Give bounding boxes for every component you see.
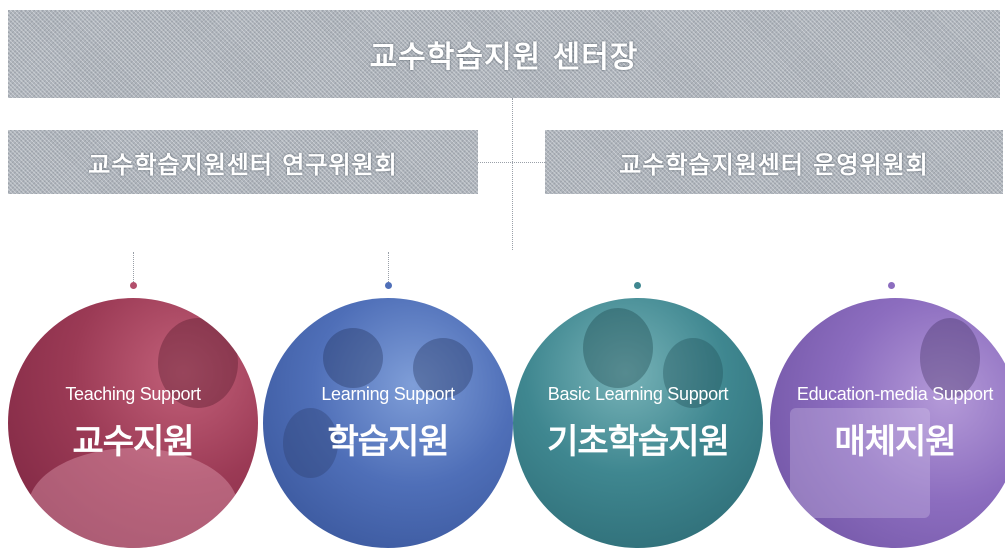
basic-learning-support-circle[interactable]: Basic Learning Support 기초학습지원	[513, 298, 763, 548]
dot-learning	[385, 282, 392, 289]
operation-committee-label: 교수학습지원센터 운영위원회	[619, 150, 929, 179]
basic-ko-label: 기초학습지원	[547, 422, 730, 462]
learning-photo	[263, 298, 513, 548]
dot-media	[888, 282, 895, 289]
learning-ko-label: 학습지원	[327, 422, 449, 462]
basic-en-label: Basic Learning Support	[547, 384, 729, 404]
main-connector-vertical	[512, 98, 513, 250]
connector-learning	[388, 252, 389, 282]
learning-support-circle[interactable]: Learning Support 학습지원	[263, 298, 513, 548]
education-media-support-circle[interactable]: Education-media Support 매체지원	[770, 298, 1005, 548]
committee-connector	[478, 162, 545, 163]
learning-en-label: Learning Support	[321, 384, 455, 404]
teaching-support-circle[interactable]: Teaching Support 교수지원	[8, 298, 258, 548]
dot-basic	[634, 282, 641, 289]
dot-teaching	[130, 282, 137, 289]
teaching-photo	[8, 298, 258, 548]
basic-photo	[513, 298, 763, 548]
connector-teaching	[133, 252, 134, 282]
research-committee-box: 교수학습지원센터 연구위원회	[8, 130, 478, 194]
media-en-label: Education-media Support	[796, 384, 994, 404]
research-committee-label: 교수학습지원센터 연구위원회	[88, 150, 398, 179]
teaching-ko-label: 교수지원	[72, 422, 194, 462]
center-director-box: 교수학습지원 센터장	[8, 10, 1000, 98]
center-director-label: 교수학습지원 센터장	[369, 40, 639, 75]
media-photo	[770, 298, 1005, 548]
teaching-en-label: Teaching Support	[65, 384, 201, 404]
operation-committee-box: 교수학습지원센터 운영위원회	[545, 130, 1003, 194]
media-ko-label: 매체지원	[834, 422, 956, 462]
